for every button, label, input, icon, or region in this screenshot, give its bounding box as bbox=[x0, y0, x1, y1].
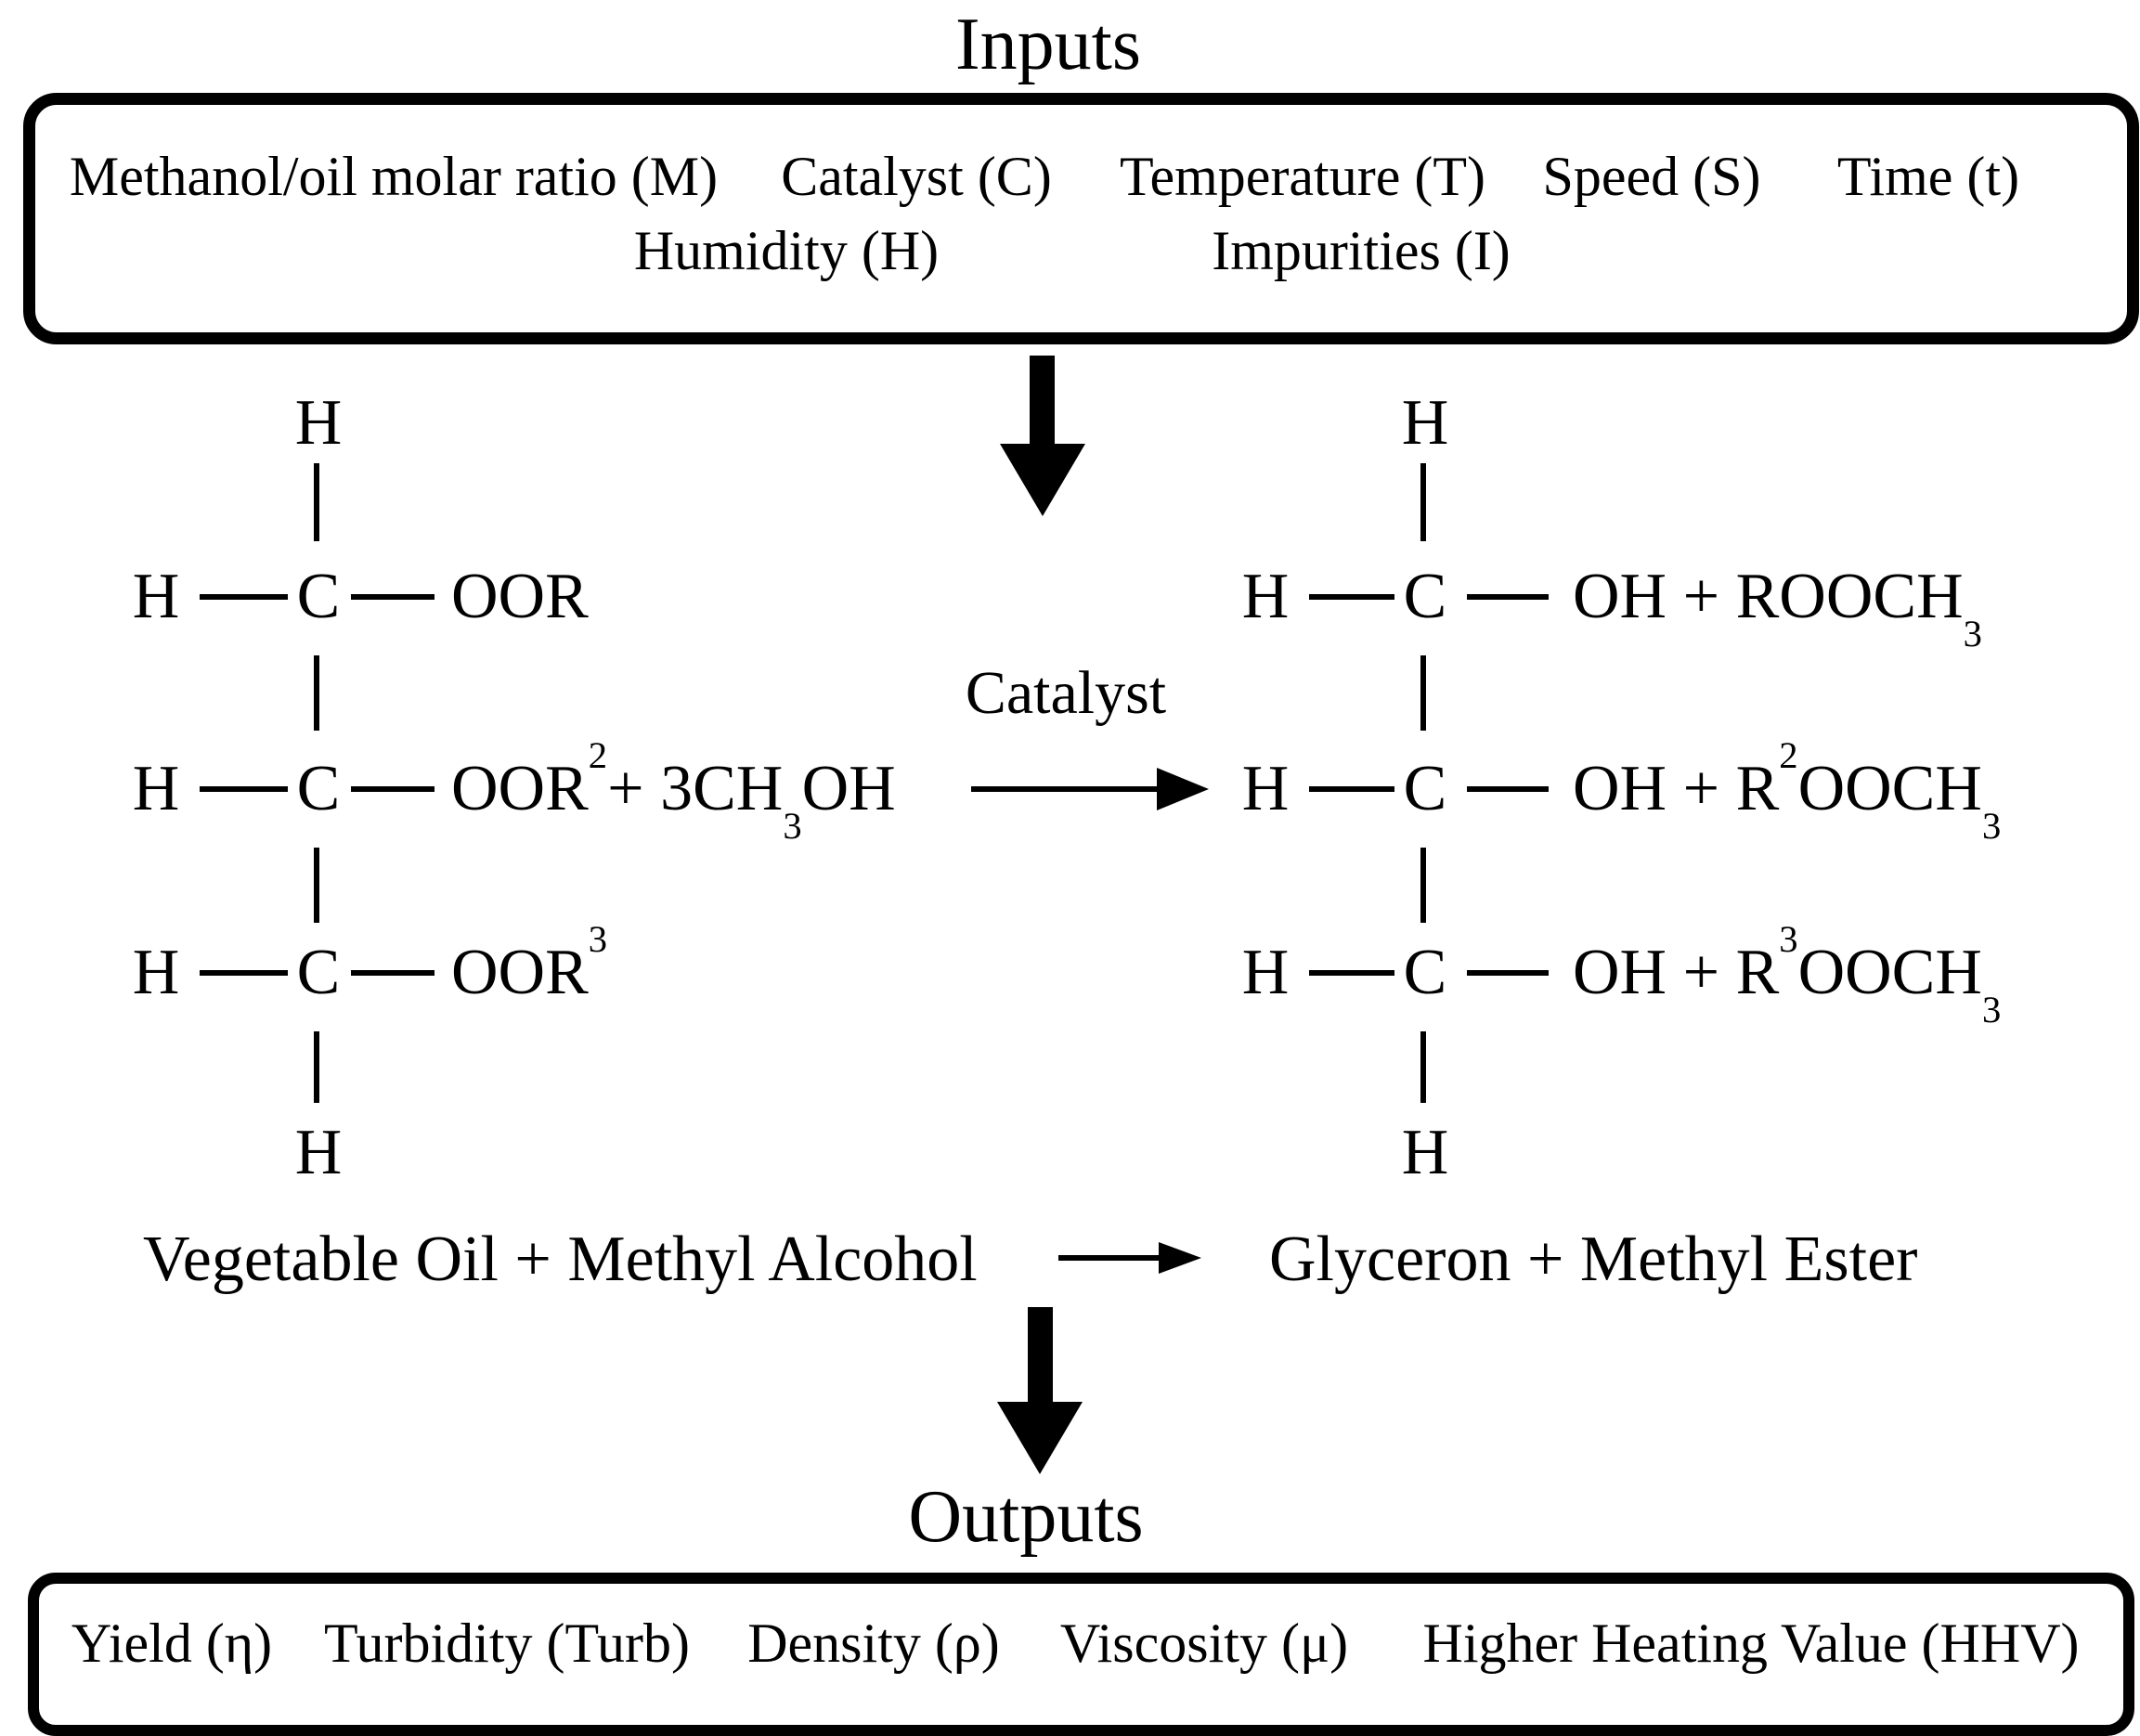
bond-horizontal bbox=[1309, 970, 1394, 976]
arrow-head bbox=[997, 1402, 1083, 1474]
group-superscript: 3 bbox=[1779, 917, 1798, 960]
group-plus: + 3CH bbox=[607, 753, 784, 824]
group-subscript: 3 bbox=[783, 805, 802, 848]
output-yield: Yield (η) bbox=[71, 1613, 273, 1674]
bond-horizontal bbox=[200, 970, 288, 976]
group-superscript: 2 bbox=[1779, 733, 1798, 776]
bond-vertical bbox=[314, 1031, 319, 1103]
group-tail: OOCH bbox=[1797, 753, 1982, 824]
input-time: Time (t) bbox=[1836, 146, 2020, 207]
bond-vertical bbox=[314, 655, 319, 731]
atom-h: H bbox=[1241, 937, 1290, 1008]
atom-h: H bbox=[132, 753, 180, 824]
bond-horizontal bbox=[351, 594, 434, 600]
arrow-head bbox=[1000, 444, 1085, 516]
catalyst-arrowhead-icon bbox=[1157, 768, 1209, 810]
bond-vertical bbox=[314, 848, 319, 923]
bond-vertical bbox=[1420, 1031, 1426, 1103]
input-temperature: Temperature (T) bbox=[1120, 146, 1485, 207]
ester-group-methanol: OOR2+ 3CH3OH bbox=[451, 736, 896, 845]
catalyst-label: Catalyst bbox=[965, 659, 1167, 727]
input-humidity: Humidity (H) bbox=[633, 220, 940, 281]
bond-horizontal bbox=[200, 594, 288, 600]
bond-vertical bbox=[1420, 463, 1426, 541]
bond-vertical bbox=[314, 463, 319, 541]
atom-h-top: H bbox=[1401, 387, 1449, 459]
group-text: OH + R bbox=[1573, 937, 1780, 1008]
reaction-arrowhead-icon bbox=[1159, 1242, 1201, 1274]
input-catalyst: Catalyst (C) bbox=[781, 146, 1052, 207]
atom-h-bottom: H bbox=[294, 1117, 343, 1188]
products-label: Glyceron + Methyl Ester bbox=[1269, 1224, 1918, 1295]
output-turbidity: Turbidity (Turb) bbox=[323, 1613, 691, 1674]
bond-horizontal bbox=[1309, 786, 1394, 792]
input-impurities: Impurities (I) bbox=[1212, 220, 1511, 281]
atom-c: C bbox=[1403, 937, 1447, 1008]
group-text: OOR bbox=[451, 937, 589, 1008]
atom-c: C bbox=[1403, 561, 1447, 632]
group-superscript: 3 bbox=[588, 917, 608, 960]
hydroxyl-ester-group: OH + R2OOCH3 bbox=[1573, 736, 2001, 845]
atom-h: H bbox=[1241, 753, 1290, 824]
group-superscript: 2 bbox=[588, 733, 608, 776]
ester-group: OOR3 bbox=[451, 920, 607, 1008]
bond-horizontal bbox=[1467, 970, 1549, 976]
bond-horizontal bbox=[1467, 594, 1549, 600]
bond-horizontal bbox=[351, 786, 434, 792]
outputs-box: Yield (η) Turbidity (Turb) Density (ρ) V… bbox=[28, 1573, 2134, 1736]
bond-vertical bbox=[1420, 655, 1426, 731]
bond-horizontal bbox=[200, 786, 288, 792]
group-tail: OOCH bbox=[1779, 561, 1964, 632]
group-subscript: 3 bbox=[1963, 613, 1982, 655]
hydroxyl-ester-group: OH + ROOCH3 bbox=[1573, 561, 1982, 654]
output-density: Density (ρ) bbox=[747, 1613, 1000, 1674]
atom-c: C bbox=[296, 937, 341, 1008]
group-tail: OOCH bbox=[1797, 937, 1982, 1008]
group-subscript: 3 bbox=[1981, 805, 2002, 848]
group-text: OH + R bbox=[1573, 753, 1780, 824]
output-hhv: Higher Heating Value (HHV) bbox=[1422, 1613, 2080, 1674]
arrow-stem bbox=[1030, 356, 1055, 446]
inputs-title: Inputs bbox=[955, 4, 1141, 85]
atom-c: C bbox=[296, 753, 341, 824]
hydroxyl-ester-group: OH + R3OOCH3 bbox=[1573, 920, 2001, 1029]
group-text: OOR bbox=[451, 561, 589, 632]
atom-h-bottom: H bbox=[1401, 1117, 1449, 1188]
reaction-arrow-line bbox=[1058, 1255, 1161, 1261]
atom-h: H bbox=[132, 937, 180, 1008]
group-text: OOR bbox=[451, 753, 589, 824]
output-viscosity: Viscosity (μ) bbox=[1059, 1613, 1349, 1674]
input-methanol-ratio: Methanol/oil molar ratio (M) bbox=[69, 146, 719, 207]
atom-c: C bbox=[296, 561, 341, 632]
outputs-title: Outputs bbox=[908, 1476, 1144, 1558]
atom-h: H bbox=[132, 561, 180, 632]
atom-h-top: H bbox=[294, 387, 343, 459]
input-speed: Speed (S) bbox=[1542, 146, 1761, 207]
ester-group: OOR bbox=[451, 564, 589, 629]
reactants-label: Vegetable Oil + Methyl Alcohol bbox=[143, 1224, 978, 1295]
catalyst-arrow-line bbox=[971, 786, 1159, 792]
atom-h: H bbox=[1241, 561, 1290, 632]
inputs-box: Methanol/oil molar ratio (M) Catalyst (C… bbox=[23, 93, 2139, 344]
group-text: OH + R bbox=[1573, 561, 1780, 632]
bond-vertical bbox=[1420, 848, 1426, 923]
group-subscript: 3 bbox=[1981, 989, 2002, 1031]
group-tail: OH bbox=[801, 753, 896, 824]
atom-c: C bbox=[1403, 753, 1447, 824]
bond-horizontal bbox=[1309, 594, 1394, 600]
arrow-stem bbox=[1028, 1307, 1053, 1404]
bond-horizontal bbox=[351, 970, 434, 976]
bond-horizontal bbox=[1467, 786, 1549, 792]
